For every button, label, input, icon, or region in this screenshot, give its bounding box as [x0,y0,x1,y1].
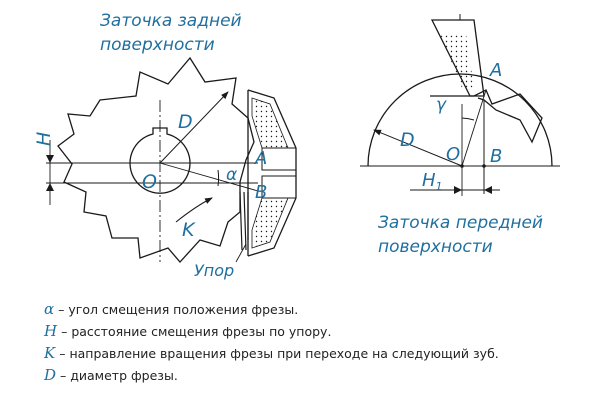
h-arrow-top [46,155,54,163]
front-surface-figure: A γ D O B H1 Заточка передней поверхност… [360,14,560,257]
label-o-left: O [142,171,157,193]
back-caption-line1: Заточка задней [100,11,242,31]
alpha-ray [159,162,259,192]
legend: α– угол смещения положения фрезы. H– рас… [44,298,584,386]
label-a-left: A [254,148,267,169]
label-alpha: α [226,165,237,185]
tooth-profile [430,89,543,144]
gamma-ray [461,89,487,167]
h1-arrow-left [454,186,462,194]
legend-symbol: H [44,322,58,340]
legend-text: – угол смещения положения фрезы. [58,302,299,317]
label-h1-sub: 1 [436,180,443,193]
tooth-rest [239,191,249,251]
h-arrow-bottom [46,183,54,191]
gamma-arc [461,117,475,121]
back-surface-figure: Заточка задней поверхности H D O α K Упо… [33,11,297,280]
label-b-left: B [255,182,267,203]
label-d-left: D [178,111,193,133]
label-k: K [182,219,196,241]
back-caption-line2: поверхности [100,35,215,55]
legend-row-alpha: α– угол смещения положения фрезы. [44,298,584,320]
label-h: H [33,132,55,146]
legend-symbol: D [44,366,57,384]
alpha-arc [217,169,220,187]
legend-text: – диаметр фрезы. [60,368,178,383]
front-caption-line2: поверхности [378,237,493,257]
label-a-right: A [489,60,502,81]
label-gamma: γ [436,95,447,115]
legend-row-d: D– диаметр фрезы. [44,364,584,386]
d-radius-line [159,91,229,164]
upor-leader [235,243,247,263]
k-rotation-arrow [175,197,213,223]
cutter-outline [57,56,255,263]
label-upor: Упор [194,261,234,280]
cup-grinding-wheel [247,89,297,257]
label-o-right: O [446,144,460,165]
front-caption-line1: Заточка передней [378,213,543,233]
legend-row-k: K– направление вращения фрезы при перехо… [44,342,584,364]
legend-text: – направление вращения фрезы при переход… [59,346,499,361]
point-o-right [460,164,464,168]
legend-symbol: α [44,300,55,318]
label-h1: H1 [422,170,443,193]
point-b-right [482,164,486,168]
plate-grinding-wheel [430,14,485,97]
d-radius-right [373,129,463,167]
h1-arrow-right [484,186,492,194]
legend-row-h: H– расстояние смещения фрезы по упору. [44,320,584,342]
legend-symbol: K [44,344,56,362]
legend-text: – расстояние смещения фрезы по упору. [61,324,332,339]
label-b-right: B [490,146,502,167]
hub-with-keyway [129,127,191,194]
label-h1-main: H [422,170,436,191]
label-d-right: D [400,129,415,151]
